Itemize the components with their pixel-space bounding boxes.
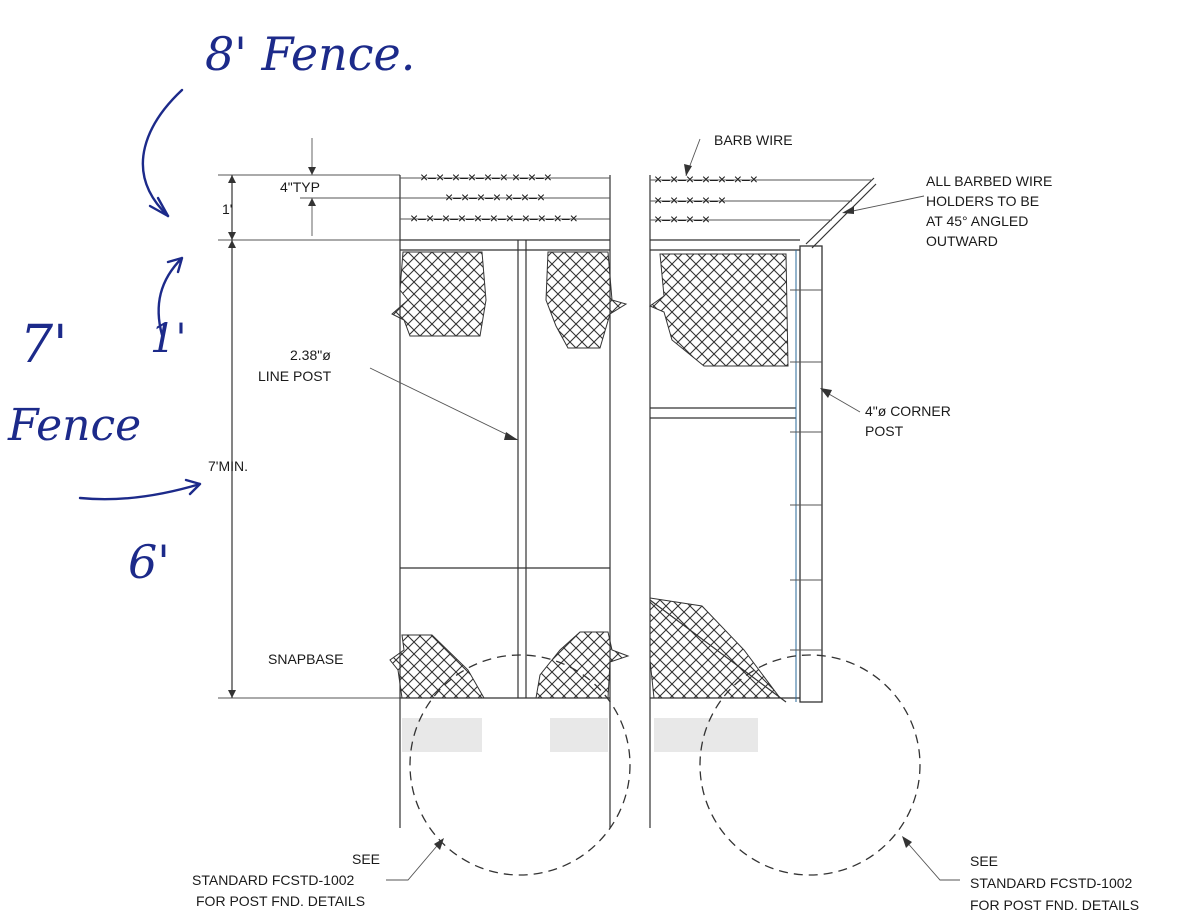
leader-lines [369,138,960,881]
svg-text:×–×–×–×: ×–×–×–× [654,211,710,227]
right-fence-panel: ×–×–×–×–×–×–× ×–×–×–×–× ×–×–×–× [648,171,877,828]
label-snapbase: SNAPBASE [268,651,343,667]
label-holders-line3: AT 45° ANGLED [926,213,1028,229]
label-see-left-2: STANDARD FCSTD-1002 [192,872,355,888]
annotation-6ft: 6' [128,535,170,589]
label-see-right-2: STANDARD FCSTD-1002 [970,875,1133,891]
left-fence-panel: ×–×–×–×–×–× ×–×–× ×–×–×–× ×–×–× ×–×–×–×–… [389,169,630,828]
label-holders-line4: OUTWARD [926,233,998,249]
annotation-arrow-top [141,88,184,218]
annotation-arrow-1ft [157,256,184,337]
annotation-fence-word: Fence [7,400,141,451]
foundation-circle-left [409,654,631,876]
label-7ft-min: 7'MIN. [208,458,248,474]
annotation-8ft-fence: 8' Fence. [205,27,415,81]
dimension-lines [218,138,400,699]
label-see-right-1: SEE [970,853,998,869]
foundation-circle-right [699,654,921,876]
label-see-left-1: SEE [352,851,380,867]
svg-text:×–×–×–×–×: ×–×–×–×–× [654,192,726,208]
label-holders-line2: HOLDERS TO BE [926,193,1039,209]
label-see-right-3: FOR POST FND. DETAILS [970,897,1139,913]
annotation-arrow-6ft [78,478,202,501]
annotation-arrowhead-top [148,196,170,218]
label-see-left-3: FOR POST FND. DETAILS [196,893,365,909]
label-holders-line1: ALL BARBED WIRE [926,173,1052,189]
label-line-post: LINE POST [258,368,332,384]
svg-text:×–×–×–×–×–×–×: ×–×–×–×–×–×–× [654,171,758,187]
label-corner-post-size: 4"ø CORNER [865,403,951,419]
annotation-7ft: 7' [20,315,67,375]
label-line-post-size: 2.38"ø [290,347,331,363]
label-typ-spacing: 4"TYP [280,179,320,195]
svg-text:×–×–×–× ×–×–×: ×–×–×–× ×–×–× [445,189,545,205]
svg-text:×–×–×–×–×–× ×–×–×: ×–×–×–×–×–× ×–×–× [420,169,552,185]
label-corner-post: POST [865,423,904,439]
svg-text:×–×–×–×–×–×–×–×–×–×–×: ×–×–×–×–×–×–×–×–×–×–× [410,210,578,226]
label-one-foot: 1' [222,201,232,217]
label-barb-wire: BARB WIRE [714,132,793,148]
annotation-1ft: 1' [150,316,186,362]
